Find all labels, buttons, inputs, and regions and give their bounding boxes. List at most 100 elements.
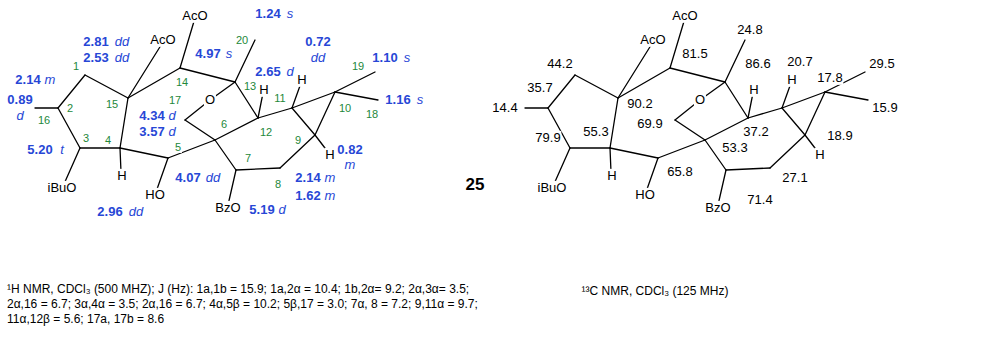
bond-line — [335, 92, 378, 100]
multiplicity: s — [416, 93, 425, 107]
atom-label: AcO — [181, 9, 208, 23]
bond-line — [725, 40, 745, 82]
bond-line — [228, 170, 236, 205]
atom-label: H — [258, 83, 269, 97]
atom-number: 2 — [66, 102, 74, 114]
bond-line — [575, 75, 618, 98]
carbon-shift: 27.1 — [781, 171, 808, 185]
bond-line — [610, 148, 658, 158]
bond-line — [215, 118, 258, 140]
carbon-shift: 18.9 — [826, 129, 853, 143]
atom-label: H — [606, 169, 617, 183]
bond-line — [128, 42, 163, 98]
multiplicity: s — [403, 51, 412, 65]
carbon-shift: 29.5 — [868, 57, 895, 71]
carbon-shift: 14.4 — [491, 101, 518, 115]
nmr-caption: ¹³C NMR, CDCl₃ (125 MHz) — [581, 285, 730, 298]
atom-number: 18 — [365, 108, 379, 120]
proton-shift: 1.24 — [254, 7, 281, 21]
bond-line — [64, 148, 80, 184]
atom-number: 11 — [273, 92, 286, 104]
atom-number: 9 — [294, 134, 302, 146]
bond-line — [120, 98, 128, 148]
atom-number: 6 — [220, 118, 228, 130]
proton-shift: 1.16 — [384, 93, 411, 107]
atom-label: iBuO — [47, 181, 78, 195]
atom-label: H — [786, 73, 797, 87]
multiplicity: d — [285, 65, 294, 79]
atom-label: HO — [634, 188, 656, 202]
atom-number: 5 — [174, 141, 182, 153]
proton-shift: 2.53 — [82, 51, 109, 65]
atom-label: BzO — [704, 201, 731, 215]
carbon-shift: 65.8 — [666, 165, 693, 179]
carbon-shift: 81.5 — [681, 47, 708, 61]
atom-number: 10 — [338, 102, 352, 114]
bond-line — [180, 18, 195, 68]
multiplicity: t — [59, 143, 65, 157]
bond-line — [618, 42, 653, 98]
carbon-shift: 79.9 — [534, 131, 561, 145]
bond-line — [554, 148, 570, 184]
atom-number: 4 — [104, 134, 112, 146]
atom-label: H — [296, 73, 307, 87]
atom-label: H — [814, 148, 825, 162]
proton-shift: 4.97 — [194, 47, 221, 61]
bond-line — [235, 40, 255, 82]
bond-line — [120, 148, 168, 158]
multiplicity: dd — [205, 171, 221, 185]
proton-shift: 0.89 — [6, 93, 33, 107]
atom-number: 19 — [351, 60, 365, 72]
atom-number: 8 — [274, 178, 282, 190]
multiplicity: d — [167, 125, 176, 139]
multiplicity: m — [344, 158, 357, 172]
atom-number: 12 — [259, 126, 273, 138]
bond-line — [748, 108, 782, 118]
multiplicity: dd — [114, 35, 130, 49]
atom-label: AcO — [639, 33, 666, 47]
multiplicity: m — [324, 171, 337, 185]
proton-shift: 0.72 — [304, 35, 331, 49]
multiplicity: m — [44, 73, 57, 87]
bond-line — [770, 135, 805, 168]
bond-line — [185, 120, 215, 140]
multiplicity: dd — [114, 51, 130, 65]
carbon-shift: 35.7 — [526, 81, 553, 95]
atom-number: 14 — [175, 76, 189, 88]
proton-shift: 1.10 — [371, 51, 398, 65]
proton-shift: 3.57 — [138, 125, 165, 139]
atom-label: AcO — [149, 33, 176, 47]
carbon-shift: 71.4 — [746, 193, 773, 207]
atom-label: BzO — [214, 201, 241, 215]
carbon-shift: 90.2 — [626, 97, 653, 111]
bond-line — [670, 68, 725, 82]
atom-number: 15 — [105, 98, 119, 110]
bond-line — [726, 168, 770, 170]
multiplicity: d — [15, 109, 24, 123]
multiplicity: s — [286, 7, 295, 21]
atom-label: H — [748, 83, 759, 97]
bond-line — [168, 140, 215, 158]
atom-number: 20 — [235, 34, 249, 46]
atom-label: iBuO — [537, 181, 568, 195]
proton-shift: 5.20 — [26, 143, 53, 157]
multiplicity: m — [324, 189, 337, 203]
bond-line — [825, 92, 868, 100]
bond-line — [610, 98, 618, 148]
bond-line — [80, 147, 120, 148]
atom-label: H — [116, 169, 127, 183]
bond-line — [718, 170, 726, 205]
carbon-shift: 69.9 — [636, 117, 663, 131]
proton-shift: 4.34 — [138, 109, 165, 123]
proton-shift: 2.65 — [254, 65, 281, 79]
proton-shift: 2.81 — [82, 35, 109, 49]
proton-shift: 2.96 — [96, 205, 123, 219]
bond-line — [725, 82, 748, 118]
carbon-shift: 20.7 — [786, 55, 813, 69]
proton-shift: 4.07 — [174, 171, 201, 185]
carbon-shift: 53.3 — [721, 141, 748, 155]
bond-line — [215, 140, 236, 170]
atom-number: 7 — [244, 152, 252, 164]
bond-line — [335, 72, 375, 92]
